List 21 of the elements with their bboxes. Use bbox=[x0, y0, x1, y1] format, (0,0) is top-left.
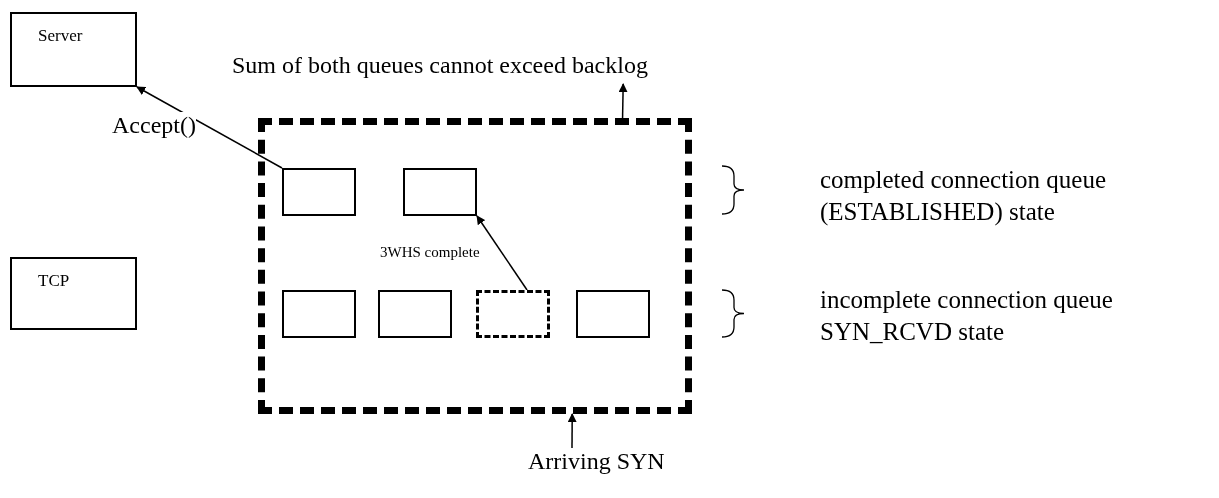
pending-queue-slot bbox=[476, 290, 550, 338]
arrow bbox=[618, 83, 628, 119]
tcp-box bbox=[10, 257, 137, 330]
arrow bbox=[136, 86, 283, 169]
box-label: TCP bbox=[38, 271, 70, 290]
server-box bbox=[10, 12, 137, 87]
edge-label: Accept() bbox=[112, 112, 196, 139]
arrow bbox=[476, 215, 528, 291]
queue-container bbox=[258, 118, 692, 414]
box-label: Server bbox=[38, 26, 83, 45]
queue-slot bbox=[576, 290, 650, 338]
backlog-note: Sum of both queues cannot exceed backlog bbox=[232, 52, 649, 79]
queue-slot bbox=[403, 168, 477, 216]
edge-label: 3WHS complete bbox=[380, 244, 480, 261]
queue-description: completed connection queue (ESTABLISHED) state bbox=[820, 165, 1107, 228]
queue-slot bbox=[282, 290, 356, 338]
arriving-syn-label: Arriving SYN bbox=[528, 448, 666, 475]
queue-slot bbox=[282, 168, 356, 216]
arrow bbox=[567, 413, 577, 449]
queue-slot bbox=[378, 290, 452, 338]
queue-description: incomplete connection queue SYN_RCVD state bbox=[820, 285, 1114, 347]
